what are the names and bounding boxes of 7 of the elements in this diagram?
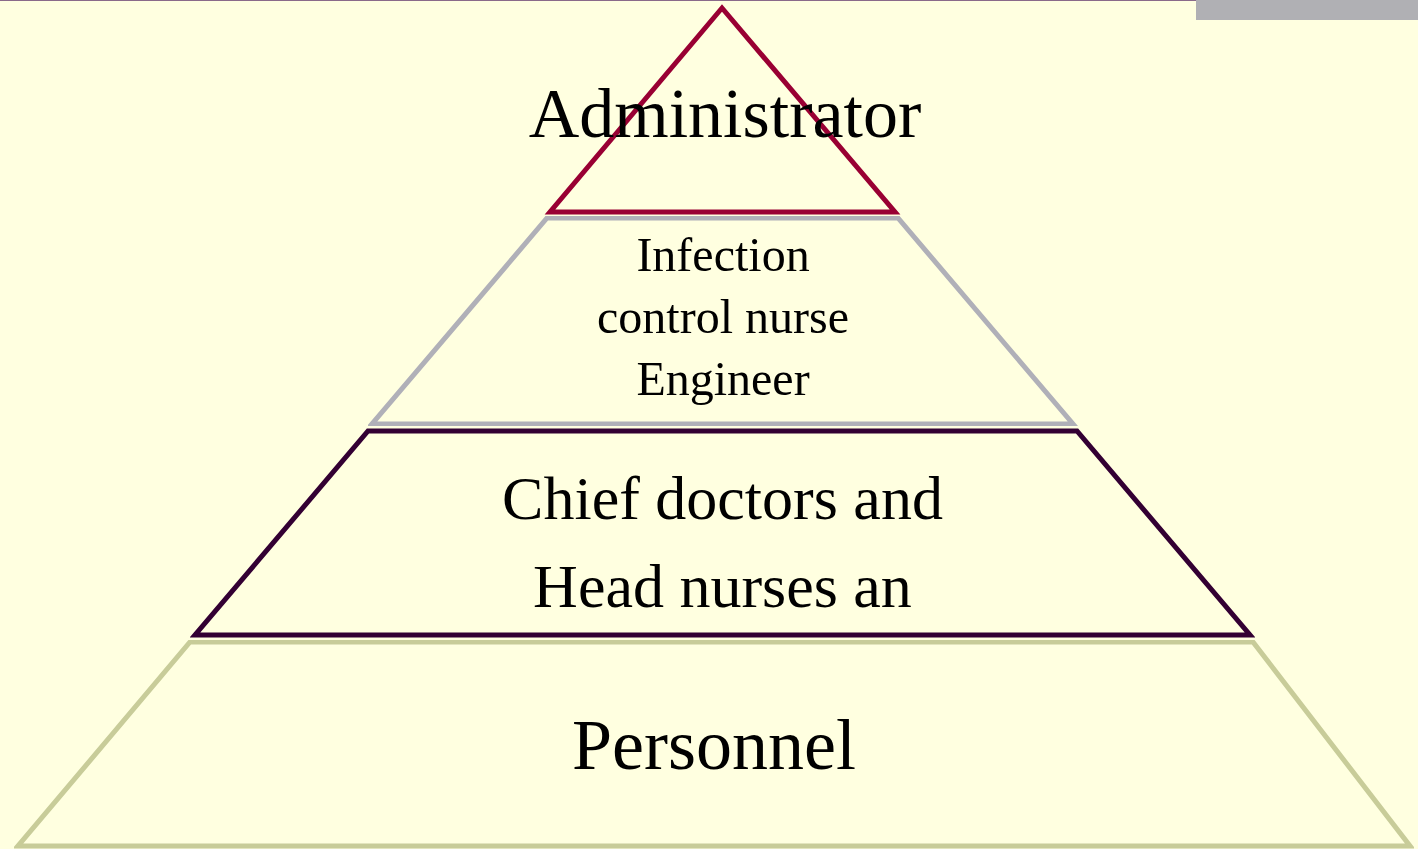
pyramid-tier: [368, 216, 1078, 426]
pyramid-tier: [190, 428, 1255, 638]
tier-label: Chief doctors and Head nurses an: [501, 463, 944, 622]
tier-label: Infection control nurse: [596, 227, 850, 345]
tier-label: Engineer: [636, 351, 810, 407]
tier-label: Personnel: [572, 704, 856, 787]
pyramid-base: [14, 640, 1414, 849]
